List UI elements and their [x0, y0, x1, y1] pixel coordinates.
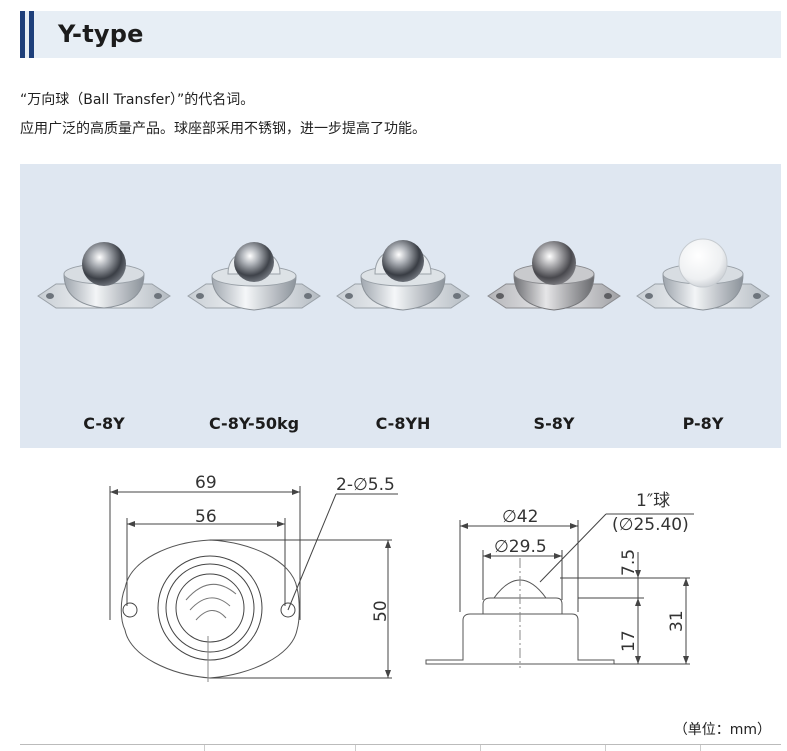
product-card[interactable]: P-8Y [633, 234, 773, 433]
product-label: C-8Y-50kg [208, 414, 300, 433]
product-card[interactable]: C-8YH [333, 234, 473, 433]
dim-dia-top: ∅29.5 [494, 537, 547, 557]
dim-ball-protrusion: 7.5 [619, 549, 639, 576]
product-label: C-8YH [375, 414, 431, 433]
dim-width-inner: 56 [195, 507, 217, 527]
description-line: “万向球（Ball Transfer）”的代名词。 [20, 92, 255, 108]
table-cell-divider [204, 745, 205, 751]
product-image [336, 240, 470, 311]
section-title: Y-type [58, 20, 144, 48]
header-accent-bar [20, 11, 25, 58]
product-card[interactable]: S-8Y [484, 234, 624, 433]
table-cell-divider [355, 745, 356, 751]
product-image [37, 242, 171, 309]
ball-diameter: (∅25.40) [612, 515, 689, 535]
table-cell-divider [700, 745, 701, 751]
dim-height-body: 17 [619, 630, 639, 652]
dimension-drawing: 69 56 2-∅5.5 50 ∅42 ∅29.5 1″球 (∅25.40) 7… [109, 473, 694, 682]
description-line: 应用广泛的高质量产品。球座部采用不锈钢，进一步提高了功能。 [20, 121, 426, 137]
product-gallery: C-8Y C-8Y-50kg [20, 164, 781, 448]
section-header [20, 11, 781, 58]
product-image [187, 242, 321, 311]
product-label: P-8Y [682, 414, 724, 433]
product-card[interactable]: C-8Y [34, 234, 174, 433]
product-label: C-8Y [83, 414, 125, 433]
dim-height: 50 [371, 600, 391, 622]
header-accent-bar [29, 11, 34, 58]
product-image [487, 241, 621, 311]
dim-holes: 2-∅5.5 [336, 475, 395, 495]
spec-table-top [20, 744, 781, 751]
product-label: S-8Y [533, 414, 575, 433]
product-image [636, 238, 770, 311]
table-cell-divider [480, 745, 481, 751]
product-card[interactable]: C-8Y-50kg [184, 234, 324, 433]
ball-label: 1″球 [636, 491, 670, 511]
dim-width-outer: 69 [195, 473, 217, 493]
dim-height-total: 31 [667, 610, 687, 632]
dim-dia-base: ∅42 [502, 507, 538, 527]
unit-note: （单位：mm） [673, 722, 771, 738]
table-cell-divider [605, 745, 606, 751]
